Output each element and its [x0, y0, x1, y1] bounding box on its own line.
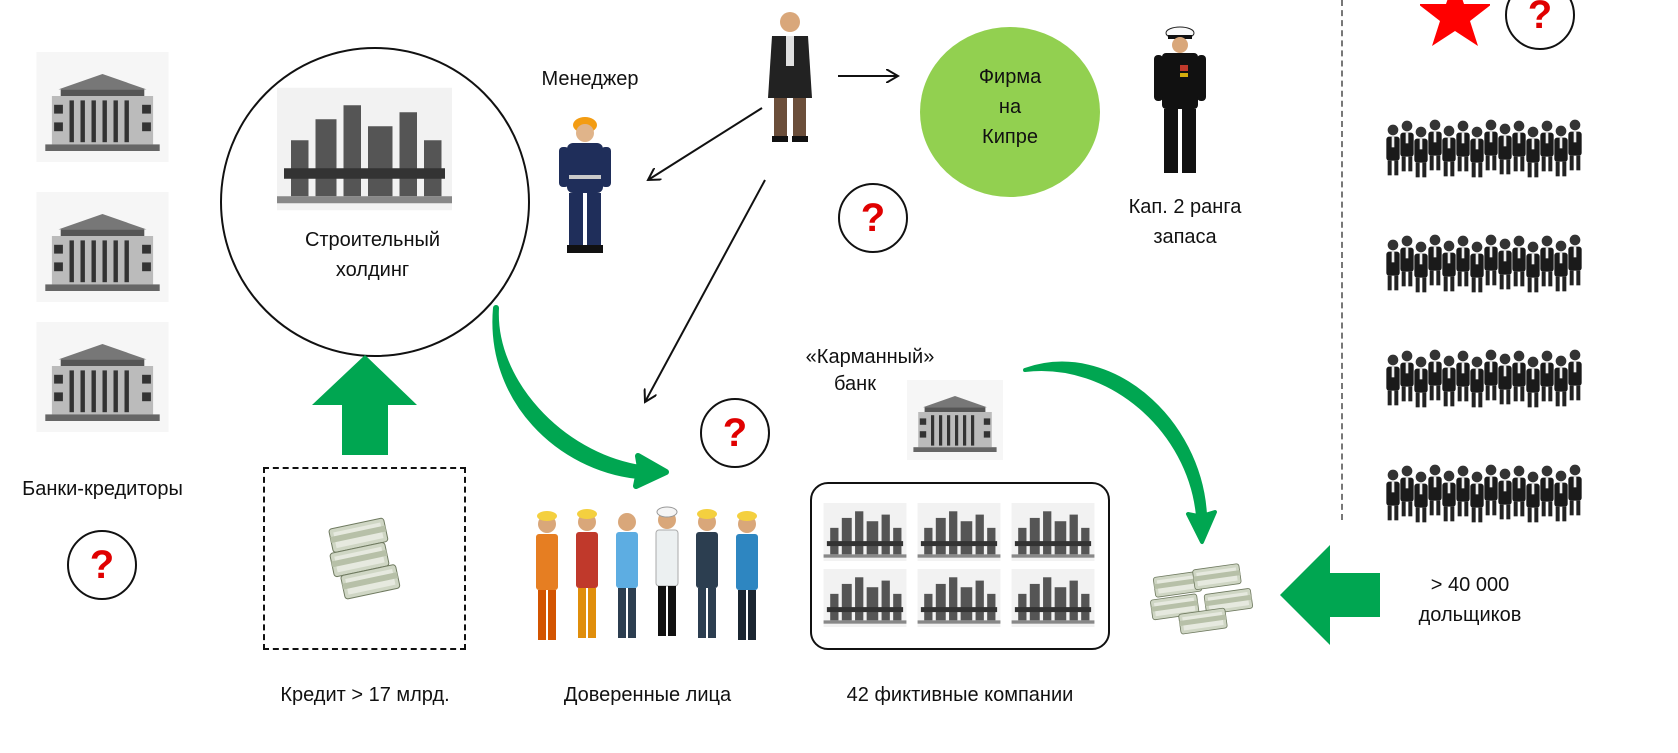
shareholders-line2: дольщиков	[1418, 604, 1522, 626]
fictitious-label: 42 фиктивные компании	[846, 684, 1074, 706]
trusted-workers-group-image	[536, 506, 758, 640]
holding-label-line2: холдинг	[335, 259, 410, 281]
banks-label: Банки-кредиторы	[22, 478, 183, 500]
holding-circle	[220, 47, 530, 357]
vertical-dashed-divider	[1341, 0, 1343, 520]
holding-label-line1: Строительный	[304, 229, 441, 251]
green-curve-pocket-bank	[1023, 361, 1217, 544]
manager-label: Менеджер	[541, 68, 639, 90]
credit-dashed-box	[263, 467, 466, 650]
cyprus-firm-line2: на	[998, 96, 1022, 118]
green-left-arrow	[1280, 545, 1380, 645]
manager-worker-figure	[559, 117, 611, 253]
shareholders-crowd-images	[1385, 95, 1678, 550]
trusted-question-mark: ?	[700, 398, 770, 468]
red-star-icon	[1420, 0, 1490, 46]
pocket-bank-line2: банк	[834, 373, 876, 395]
cyprus-firm-line1: Фирма	[978, 66, 1042, 88]
dollar-money-pile-image	[1149, 563, 1254, 635]
shareholders-line1: > 40 000	[1430, 574, 1510, 596]
cyprus-firm-circle	[920, 27, 1100, 197]
trusted-label: Доверенные лица	[563, 684, 732, 706]
top-man-figure	[768, 12, 812, 142]
captain-line1: Кап. 2 ранга	[1128, 196, 1242, 218]
credit-up-arrow	[312, 355, 417, 455]
banks-question-mark: ?	[67, 530, 137, 600]
captain-navy-figure	[1154, 26, 1206, 173]
fictitious-companies-box	[810, 482, 1110, 650]
cyprus-firm-line3: Кипре	[982, 126, 1038, 148]
credit-label: Кредит > 17 млрд.	[280, 684, 450, 706]
pocket-bank-line1: «Карманный»	[805, 346, 935, 368]
center-question-mark: ?	[838, 183, 908, 253]
captain-line2: запаса	[1153, 226, 1217, 248]
